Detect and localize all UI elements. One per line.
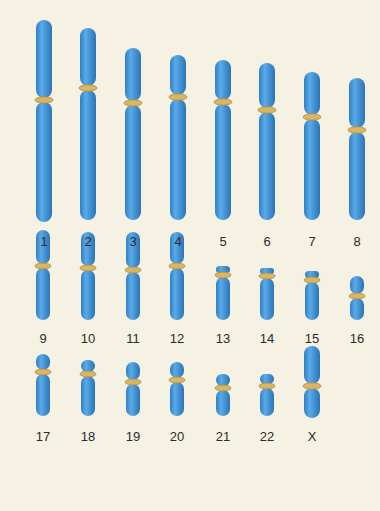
centromere [35,263,51,269]
chromosome-number: 7 [308,234,315,249]
chromosome-arm [36,230,50,264]
chromosome-arm [216,277,230,320]
chromosome-number: 2 [84,234,91,249]
chromosome-number: 12 [170,331,184,346]
chromosome-arm [36,20,52,98]
chromosome-arm [126,232,140,268]
chromosome-number: 9 [39,331,46,346]
chromosome-number: 22 [260,429,274,444]
centromere [35,97,53,103]
centromere [35,369,51,375]
chromosome-arm [36,354,50,370]
chromosome-arm [349,78,365,128]
chromosome-arm [216,390,230,416]
centromere [215,385,231,391]
centromere [214,99,232,105]
chromosome-number: 4 [174,234,181,249]
chromosome-arm [350,298,364,320]
centromere [348,127,366,133]
chromosome-arm [215,104,231,220]
chromosome-arm [36,268,50,320]
chromosome-number: 15 [305,331,319,346]
chromosome-arms [36,20,365,418]
chromosome-arm [126,384,140,416]
chromosome-number: 3 [129,234,136,249]
chromosome-arm [36,374,50,416]
chromosome-arm [304,72,320,115]
chromosome-arm [259,112,275,220]
centromere [80,371,96,377]
chromosome-arm [170,55,186,95]
chromosome-arm [260,278,274,320]
chromosome-arm [215,60,231,100]
centromere [169,94,187,100]
chromosome-number: 18 [81,429,95,444]
chromosome-arm [170,232,184,264]
chromosome-arm [216,374,230,386]
chromosome-arm [260,388,274,416]
chromosome-number: 5 [219,234,226,249]
centromere [303,114,321,120]
chromosome-arm [80,90,96,220]
chromosome-arm [36,102,52,222]
chromosome-number: 16 [350,331,364,346]
chromosome-number: 20 [170,429,184,444]
chromosome-arm [170,362,184,378]
chromosome-arm [125,105,141,220]
chromosome-arm [260,374,274,384]
chromosome-arm [126,362,140,380]
chromosome-arm [304,388,320,418]
chromosome-number: 21 [216,429,230,444]
centromere [80,265,96,271]
chromosome-number: 13 [216,331,230,346]
chromosome-arm [170,99,186,220]
chromosome-number: X [308,429,317,444]
centromere [349,293,365,299]
chromosome-arm [305,282,319,320]
chromosome-arm [125,48,141,101]
chromosome-number: 6 [263,234,270,249]
chromosome-number: 19 [126,429,140,444]
centromere [258,107,276,113]
chromosome-arm [81,270,95,320]
chromosome-arm [81,376,95,416]
centromere [169,377,185,383]
centromere [169,263,185,269]
chromosome-number: 11 [126,331,140,346]
chromosome-arm [170,268,184,320]
centromere [304,277,320,283]
chromosome-number: 1 [40,234,47,249]
centromere [303,383,321,389]
chromosome-arm [349,132,365,220]
centromere [124,100,142,106]
centromere [259,273,275,279]
chromosome-number: 10 [81,331,95,346]
centromere [125,267,141,273]
chromosome-arm [170,382,184,416]
chromosome-arm [259,63,275,108]
chromosome-arm [81,360,95,372]
chromosome-arm [304,119,320,220]
chromosome-number: 8 [353,234,360,249]
chromosome-arm [350,276,364,294]
centromere [215,272,231,278]
centromere [259,383,275,389]
chromosome-number: 17 [36,429,50,444]
chromosome-arm [81,232,95,266]
chromosome-arm [304,346,320,384]
centromere-bands [35,85,366,391]
chromosome-number: 14 [260,331,274,346]
chromosome-arm [126,272,140,320]
centromere [79,85,97,91]
centromere [125,379,141,385]
chromosome-arm [80,28,96,86]
